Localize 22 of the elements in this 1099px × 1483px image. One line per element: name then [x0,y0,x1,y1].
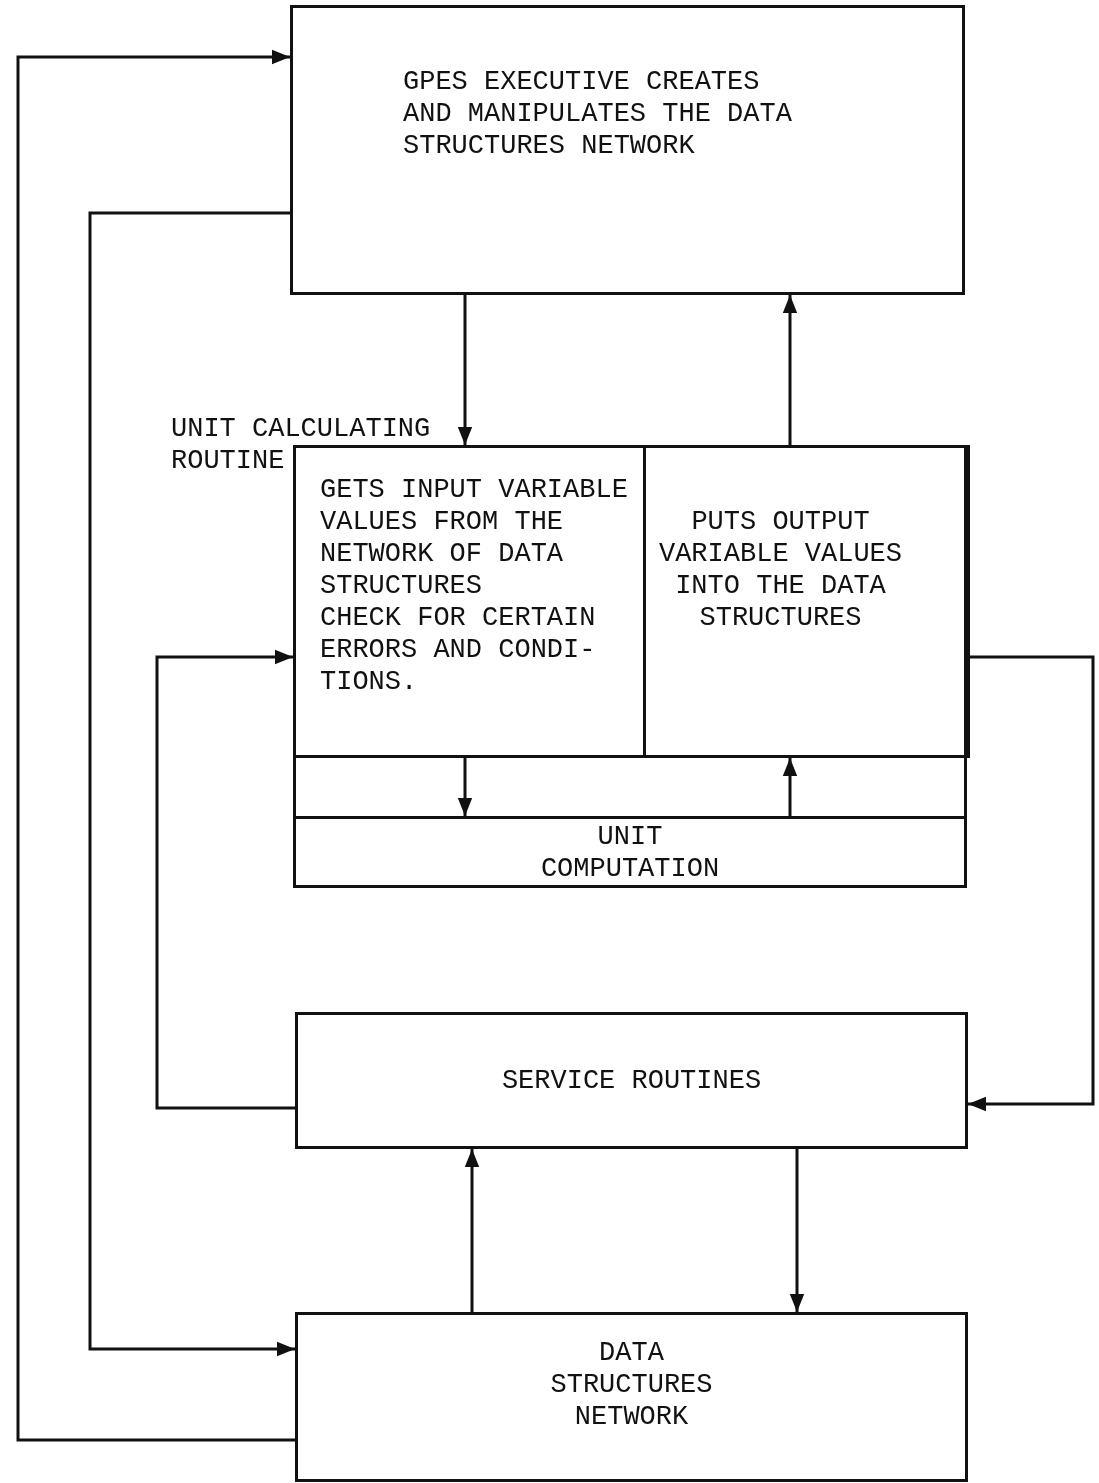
arrow [782,758,798,816]
box-text: UNIT COMPUTATION [539,821,721,885]
process-box [643,445,970,758]
arrow [968,655,1095,1112]
arrow [155,649,295,1110]
arrow [464,1149,480,1312]
process-box [290,5,965,295]
box-text: PUTS OUTPUT VARIABLE VALUES INTO THE DATA STRUCTURES [657,506,903,634]
box-text: CHECK FOR CERTAIN ERRORS AND CONDI- TIONS. [320,602,597,698]
box-text: GPES EXECUTIVE CREATES AND MANIPULATES THE DATA STRUCTURES NETWORK [403,66,792,162]
arrow [88,211,295,1357]
process-box [295,1012,968,1149]
arrow [457,295,473,445]
box-text: SERVICE ROUTINES [500,1065,763,1097]
arrow [789,1149,805,1312]
box-text: GETS INPUT VARIABLE VALUES FROM THE NETWORK OF DATA STRUCTURES [320,474,629,602]
routine-heading: UNIT CALCULATING ROUTINE [171,413,431,477]
box-text: DATA STRUCTURES NETWORK [549,1337,714,1433]
arrow [16,49,295,1442]
process-box [295,1312,968,1482]
arrow [782,295,798,445]
arrow [457,758,473,816]
